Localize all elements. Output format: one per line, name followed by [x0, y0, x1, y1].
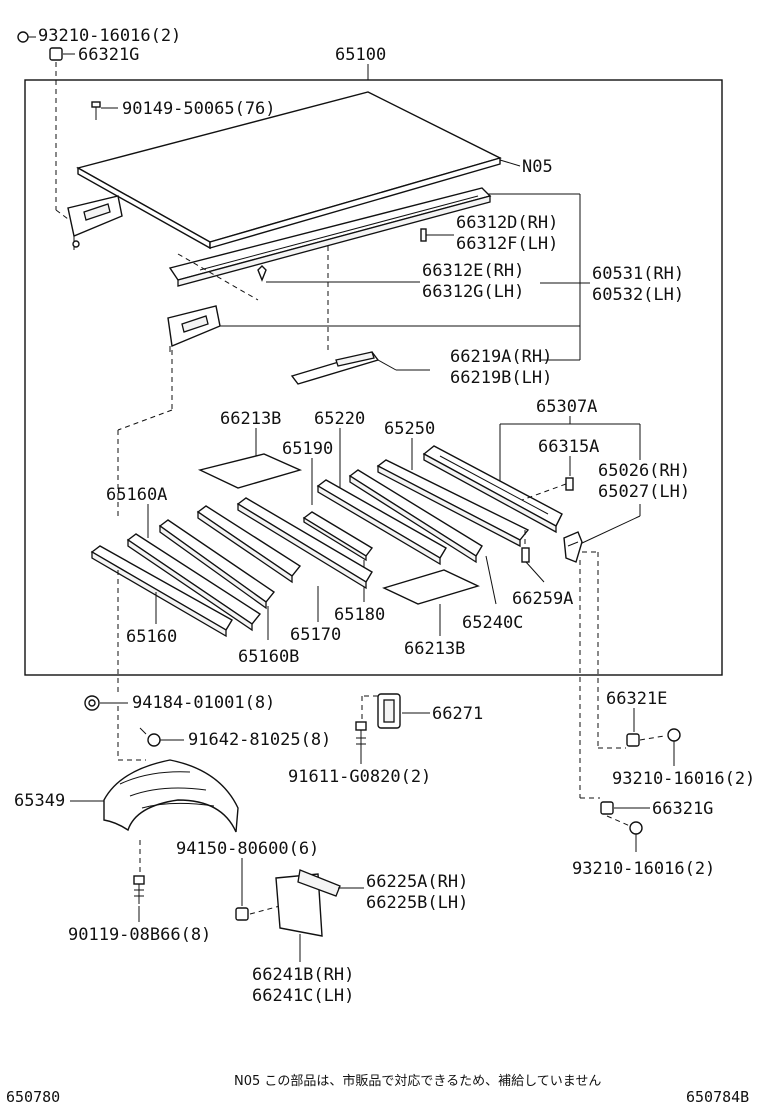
hinge-bracket-left-icon — [67, 195, 123, 250]
sill-65250 — [376, 459, 530, 548]
label-clip-66259a: 66259A — [512, 589, 573, 609]
label-rail-f: 66312F(LH) — [456, 234, 558, 254]
label-panel-lh: 60532(LH) — [592, 285, 684, 305]
bolt-91611-icon — [355, 721, 367, 752]
label-sill-65160a: 65160A — [106, 485, 167, 505]
footer-code-left: 650780 — [6, 1088, 60, 1106]
bracket-66271-icon — [377, 693, 401, 729]
label-sill-65180: 65180 — [334, 605, 385, 625]
label-n05: N05 — [522, 157, 553, 177]
label-pad-bottom: 66213B — [404, 639, 465, 659]
pin-66312d-icon — [420, 228, 427, 242]
footer-note: N05 この部品は、市販品で対応できるため、補給していません — [234, 1073, 601, 1089]
sill-65160b — [158, 519, 276, 610]
clip-66259a-icon — [521, 547, 530, 563]
clip-66312e-icon — [257, 265, 267, 282]
label-mudguard: 65349 — [14, 791, 65, 811]
mudguard-65349 — [103, 759, 239, 833]
bracket-66219a-icon — [290, 351, 380, 385]
mud-flap-66225a — [275, 869, 341, 937]
label-sill-65220: 65220 — [314, 409, 365, 429]
label-panel-rh: 60531(RH) — [592, 264, 684, 284]
label-bracket-b: 66219B(LH) — [450, 368, 552, 388]
corner-gusset-left-icon — [167, 305, 221, 352]
label-sill-65190: 65190 — [282, 439, 333, 459]
label-sill-65160b: 65160B — [238, 647, 299, 667]
label-flap-rh: 66225A(RH) — [366, 872, 468, 892]
label-sill-65240c: 65240C — [462, 613, 523, 633]
sill-65190 — [236, 497, 373, 590]
label-bolt-90119: 90119-08B66(8) — [68, 925, 211, 945]
label-cap-94184: 94184-01001(8) — [132, 693, 275, 713]
label-nut-94150: 94150-80600(6) — [176, 839, 319, 859]
label-pad-top: 66213B — [220, 409, 281, 429]
footer-code-right: 650784B — [686, 1088, 749, 1106]
gusset-65026-icon — [563, 531, 583, 563]
label-screw-90149: 90149-50065(76) — [122, 99, 276, 119]
label-clip-66315a: 66315A — [538, 437, 599, 457]
clip-66315a-icon — [565, 477, 574, 491]
label-screw-mid: 93210-16016(2) — [612, 769, 755, 789]
label-rail-g: 66312G(LH) — [422, 282, 524, 302]
bolt-90119-icon — [133, 875, 145, 904]
sill-65160a — [126, 533, 262, 632]
nut-66321e-icon — [626, 733, 640, 747]
label-nut-66321e: 66321E — [606, 689, 667, 709]
label-rail-e: 66312E(RH) — [422, 261, 524, 281]
floor-panel-n05 — [76, 91, 502, 250]
nut-66321g-lower-icon — [600, 801, 614, 815]
label-member-65307a: 65307A — [536, 397, 597, 417]
label-gusset-lh: 65027(LH) — [598, 482, 690, 502]
label-nut-66321g-b: 66321G — [652, 799, 713, 819]
nut-top-left-icon — [49, 47, 63, 61]
cap-nut-94184-icon — [84, 695, 100, 711]
label-gusset-rh: 65026(RH) — [598, 461, 690, 481]
sill-65240c — [348, 469, 483, 564]
screw-90149-icon — [91, 101, 101, 120]
label-plate-rh: 66241B(RH) — [252, 965, 354, 985]
label-sill-65170: 65170 — [290, 625, 341, 645]
screw-mid-icon — [667, 728, 681, 742]
sill-65170 — [196, 505, 302, 584]
label-sill-65160: 65160 — [126, 627, 177, 647]
sill-65160 — [90, 545, 233, 638]
bolt-91642-icon — [139, 727, 161, 747]
label-plate-lh: 66241C(LH) — [252, 986, 354, 1006]
label-bracket-66271: 66271 — [432, 704, 483, 724]
side-rail-60531 — [168, 187, 492, 287]
screw-top-left-icon — [17, 31, 36, 43]
label-screw-low: 93210-16016(2) — [572, 859, 715, 879]
assembly-frame — [24, 79, 723, 676]
label-bolt-91642: 91642-81025(8) — [188, 730, 331, 750]
cross-member-65307a — [422, 445, 563, 534]
label-sill-65250: 65250 — [384, 419, 435, 439]
label-rail-d: 66312D(RH) — [456, 213, 558, 233]
label-nut-top: 66321G — [78, 45, 139, 65]
screw-low-icon — [629, 821, 643, 835]
label-screw-top: 93210-16016(2) — [38, 26, 181, 46]
pad-66213b-top — [197, 453, 303, 489]
nut-94150-icon — [235, 907, 249, 921]
label-flap-lh: 66225B(LH) — [366, 893, 468, 913]
label-bracket-a: 66219A(RH) — [450, 347, 552, 367]
label-bolt-91611: 91611-G0820(2) — [288, 767, 431, 787]
pad-66213b-bottom — [382, 569, 480, 605]
sill-65220 — [316, 479, 447, 566]
label-assembly: 65100 — [335, 45, 386, 65]
sill-65180 — [302, 511, 374, 562]
